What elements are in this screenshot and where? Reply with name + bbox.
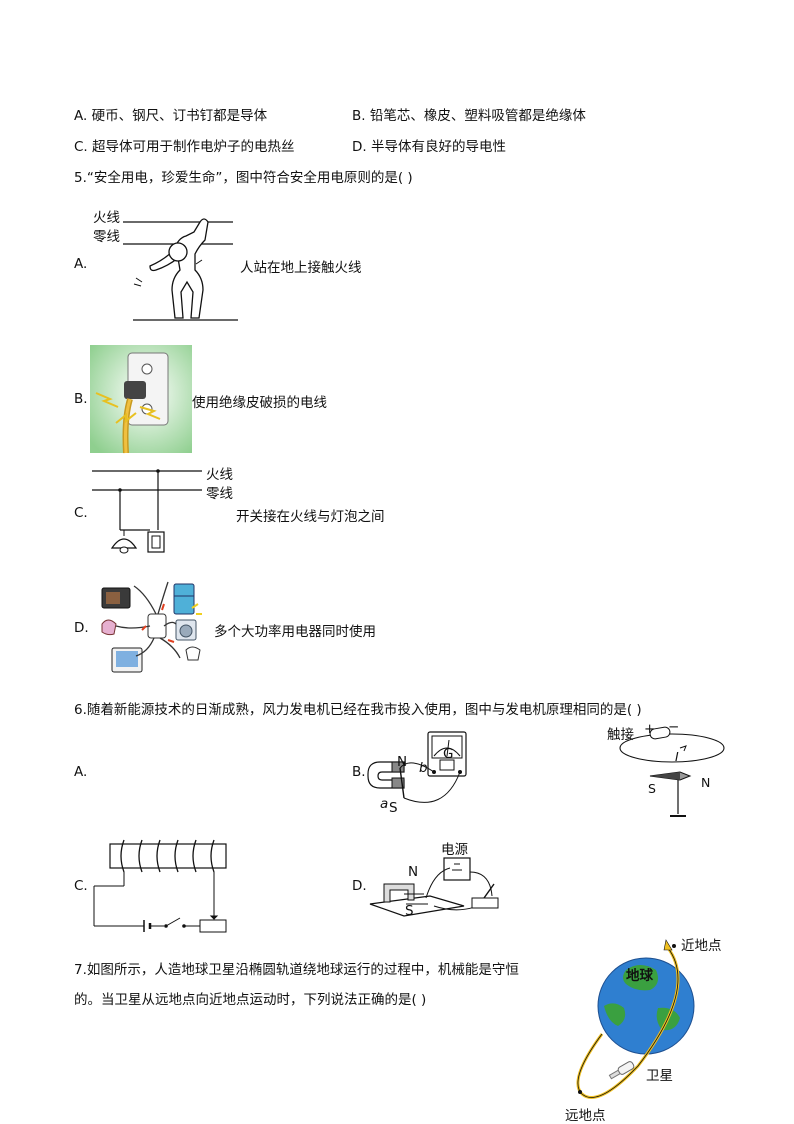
q7-satellite-label: 卫星: [646, 1068, 673, 1084]
q5-a-caption: 人站在地上接触火线: [240, 260, 362, 276]
q5-c-neutral-label: 零线: [206, 486, 233, 502]
q5-c-live-label: 火线: [206, 467, 233, 483]
q7-apogee-label: 远地点: [565, 1108, 606, 1124]
q6-b-s-label: S: [389, 800, 398, 816]
q5-a-illustration: [123, 218, 238, 321]
q6-oersted-s-label: S: [648, 781, 656, 796]
q6-d-s-label: S: [405, 903, 414, 919]
q5-a-neutral-label: 零线: [93, 229, 120, 245]
q6-oersted-illustration: [619, 726, 725, 817]
q6-oersted-current-label: I: [675, 749, 679, 764]
q5-a-live-label: 火线: [93, 210, 120, 226]
q5-b-caption: 使用绝缘皮破损的电线: [192, 395, 327, 411]
q4-option-b: B. 铅笔芯、橡皮、塑料吸管都是绝缘体: [352, 108, 586, 124]
q5-a-letter: A.: [74, 256, 88, 272]
q7-perigee-label: 近地点: [681, 938, 722, 954]
q7-satellite-orbit-illustration: [576, 939, 695, 1099]
q6-b-b-label: b: [419, 760, 428, 776]
q6-d-motor-illustration: [369, 857, 499, 917]
q7-earth-label: 地球: [626, 968, 653, 984]
q5-b-letter: B.: [74, 391, 88, 407]
q5-d-appliances-illustration: [101, 581, 202, 673]
q5-d-caption: 多个大功率用电器同时使用: [214, 624, 376, 640]
q6-oersted-n-label: N: [701, 775, 711, 790]
q6-oersted-minus-label: −: [668, 719, 680, 735]
q4-option-a: A. 硬币、钢尺、订书钉都是导体: [74, 108, 268, 124]
q6-b-generator-illustration: [367, 731, 467, 803]
q6-oersted-plus-label: +: [644, 721, 656, 737]
q5-d-letter: D.: [74, 620, 89, 636]
q7-stem-line2: 的。当卫星从远地点向近地点运动时，下列说法正确的是( ): [74, 992, 427, 1008]
q6-b-n-label: N: [397, 754, 408, 770]
q7-stem-line1: 7.如图所示，人造地球卫星沿椭圆轨道绕地球运行的过程中，机械能是守恒: [74, 962, 519, 978]
q4-option-c: C. 超导体可用于制作电炉子的电热丝: [74, 139, 295, 155]
q6-a-letter: A.: [74, 764, 88, 780]
q6-c-electromagnet-illustration: [93, 839, 227, 933]
q6-b-letter: B.: [352, 764, 366, 780]
q6-b-a-label: a: [380, 796, 389, 812]
q6-d-n-label: N: [408, 864, 419, 880]
q5-c-circuit-illustration: [92, 469, 202, 554]
q6-b-g-label: G: [443, 746, 454, 762]
q6-d-letter: D.: [352, 878, 367, 894]
q6-oersted-touch-label: 触接: [607, 727, 634, 743]
q5-c-letter: C.: [74, 505, 88, 521]
q4-option-d: D. 半导体有良好的导电性: [352, 139, 506, 155]
q5-b-outlet-illustration: [90, 345, 192, 454]
q6-c-letter: C.: [74, 878, 88, 894]
q5-c-caption: 开关接在火线与灯泡之间: [236, 509, 385, 525]
q5-stem: 5.“安全用电，珍爱生命”，图中符合安全用电原则的是( ): [74, 170, 413, 186]
q6-stem: 6.随着新能源技术的日渐成熟，风力发电机已经在我市投入使用，图中与发电机原理相同…: [74, 702, 642, 718]
q6-d-power-label: 电源: [441, 842, 468, 858]
